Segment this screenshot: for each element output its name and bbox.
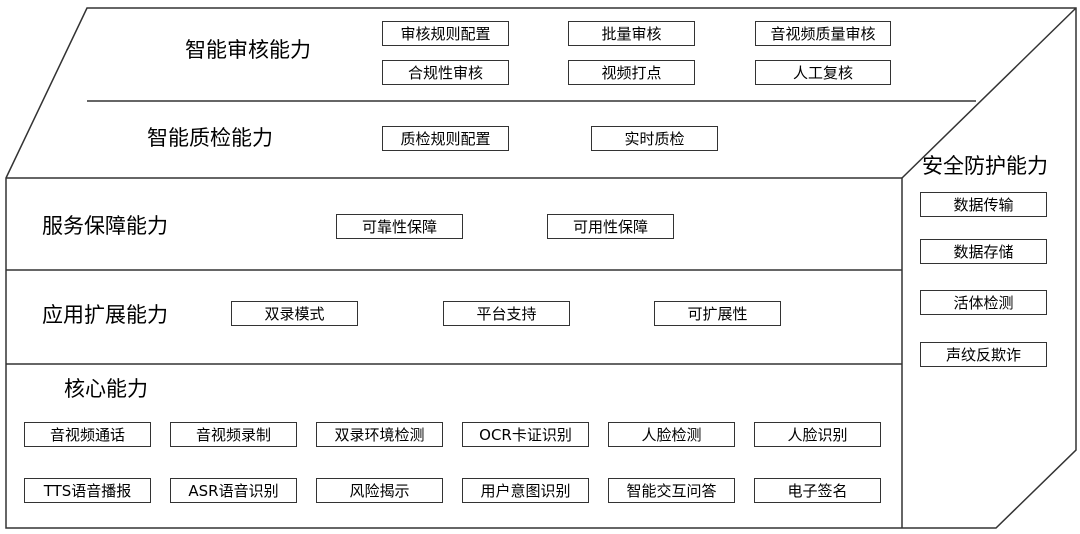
core-item-asr: ASR语音识别 [170, 478, 297, 503]
core-item-ocr: OCR卡证识别 [462, 422, 589, 447]
core-item-face-recognize: 人脸识别 [754, 422, 881, 447]
extension-item-scalability: 可扩展性 [654, 301, 781, 326]
extension-layer-title: 应用扩展能力 [42, 303, 168, 327]
audit-item-av-quality: 音视频质量审核 [755, 21, 891, 46]
service-layer-title: 服务保障能力 [42, 214, 168, 238]
core-item-av-call: 音视频通话 [24, 422, 151, 447]
extension-item-dual-record: 双录模式 [231, 301, 358, 326]
core-item-risk-disclosure: 风险揭示 [316, 478, 443, 503]
security-layer-title: 安全防护能力 [922, 154, 1048, 178]
core-item-env-detect: 双录环境检测 [316, 422, 443, 447]
service-item-reliability: 可靠性保障 [336, 214, 463, 239]
top-right-edge [901, 7, 1077, 179]
core-item-intent: 用户意图识别 [462, 478, 589, 503]
quality-item-realtime: 实时质检 [591, 126, 718, 151]
security-item-storage: 数据存储 [920, 239, 1047, 264]
security-item-voiceprint: 声纹反欺诈 [920, 342, 1047, 367]
core-item-esign: 电子签名 [754, 478, 881, 503]
audit-layer-title: 智能审核能力 [185, 38, 311, 62]
audit-item-rule-config: 审核规则配置 [382, 21, 509, 46]
audit-item-manual-review: 人工复核 [755, 60, 891, 85]
audit-item-video-marking: 视频打点 [568, 60, 695, 85]
core-layer-title: 核心能力 [64, 377, 148, 401]
audit-item-compliance: 合规性审核 [382, 60, 509, 85]
security-item-liveness: 活体检测 [920, 290, 1047, 315]
quality-layer-title: 智能质检能力 [147, 126, 273, 150]
security-item-transfer: 数据传输 [920, 192, 1047, 217]
audit-item-batch: 批量审核 [568, 21, 695, 46]
service-item-availability: 可用性保障 [547, 214, 674, 239]
extension-item-platform: 平台支持 [443, 301, 570, 326]
cuboid-outline [5, 7, 1077, 529]
core-item-av-record: 音视频录制 [170, 422, 297, 447]
core-item-face-detect: 人脸检测 [608, 422, 735, 447]
quality-item-rule-config: 质检规则配置 [382, 126, 509, 151]
core-item-qa: 智能交互问答 [608, 478, 735, 503]
core-item-tts: TTS语音播报 [24, 478, 151, 503]
